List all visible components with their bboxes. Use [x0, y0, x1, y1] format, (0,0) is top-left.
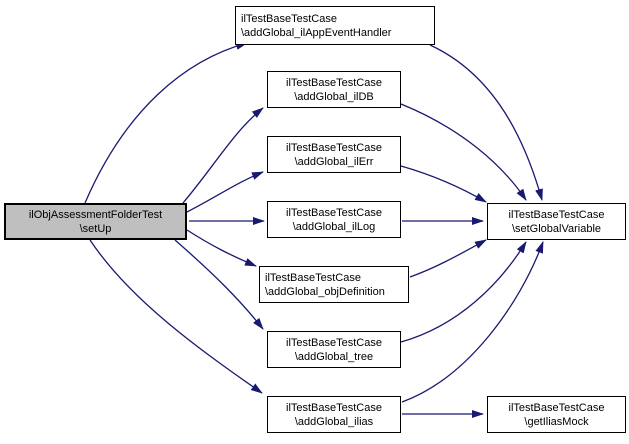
node-method-name: \getIliasMock	[524, 415, 589, 428]
node-method-name: \addGlobal_ilAppEventHandler	[241, 26, 392, 39]
node-class-name: ilTestBaseTestCase	[286, 401, 382, 414]
node-class-name: ilTestBaseTestCase	[241, 12, 337, 25]
edge-setUp-to-addGlobal_ilErr	[186, 171, 264, 213]
edge-setUp-to-addGlobal_objDefinition	[186, 229, 257, 267]
edge-setUp-to-addGlobal_tree	[174, 239, 264, 330]
node-class-name: ilTestBaseTestCase	[508, 208, 605, 221]
node-method-name: \addGlobal_tree	[294, 350, 374, 363]
node-addGlobal_objDefinition[interactable]: ilTestBaseTestCase \addGlobal_objDefinit…	[259, 266, 409, 303]
node-class-name: ilTestBaseTestCase	[286, 141, 382, 154]
node-addGlobal_ilLog[interactable]: ilTestBaseTestCase \addGlobal_ilLog	[267, 201, 401, 238]
edge-setUp-to-addGlobal_ilias	[89, 239, 263, 394]
edge-setUp-to-addGlobal_ilAppEventHandler	[84, 42, 248, 204]
node-method-name: \addGlobal_ilDB	[294, 90, 374, 103]
node-addGlobal_ilias[interactable]: ilTestBaseTestCase \addGlobal_ilias	[267, 396, 401, 433]
node-addGlobal_tree[interactable]: ilTestBaseTestCase \addGlobal_tree	[267, 331, 401, 368]
node-setGlobalVariable[interactable]: ilTestBaseTestCase \setGlobalVariable	[487, 203, 626, 240]
node-method-name: \addGlobal_ilias	[294, 415, 374, 428]
node-setUp: ilObjAssessmentFolderTest \setUp	[4, 203, 187, 240]
node-method-name: \setGlobalVariable	[511, 222, 602, 235]
edge-addGlobal_ilDB-to-setGlobalVariable	[400, 103, 527, 201]
node-addGlobal_ilAppEventHandler[interactable]: ilTestBaseTestCase \addGlobal_ilAppEvent…	[235, 6, 435, 45]
node-class-name: ilTestBaseTestCase	[286, 206, 382, 219]
node-method-name: \addGlobal_objDefinition	[265, 285, 385, 298]
node-method-name: \addGlobal_ilErr	[294, 155, 374, 168]
edge-addGlobal_objDefinition-to-setGlobalVariable	[409, 239, 487, 278]
node-class-name: ilTestBaseTestCase	[508, 401, 605, 414]
node-addGlobal_ilErr[interactable]: ilTestBaseTestCase \addGlobal_ilErr	[267, 136, 401, 173]
node-addGlobal_ilDB[interactable]: ilTestBaseTestCase \addGlobal_ilDB	[267, 71, 401, 108]
edge-addGlobal_ilias-to-setGlobalVariable	[401, 241, 544, 403]
edge-addGlobal_ilAppEventHandler-to-setGlobalVariable	[429, 44, 543, 201]
node-getIliasMock[interactable]: ilTestBaseTestCase \getIliasMock	[487, 396, 626, 433]
node-class-name: ilObjAssessmentFolderTest	[28, 208, 163, 221]
edge-setUp-to-addGlobal_ilDB	[182, 107, 264, 204]
node-class-name: ilTestBaseTestCase	[286, 76, 382, 89]
edge-addGlobal_ilErr-to-setGlobalVariable	[400, 165, 487, 203]
edge-addGlobal_tree-to-setGlobalVariable	[400, 241, 527, 343]
node-class-name: ilTestBaseTestCase	[265, 271, 361, 284]
node-method-name: \setUp	[79, 222, 112, 235]
node-class-name: ilTestBaseTestCase	[286, 336, 382, 349]
node-method-name: \addGlobal_ilLog	[292, 220, 376, 233]
